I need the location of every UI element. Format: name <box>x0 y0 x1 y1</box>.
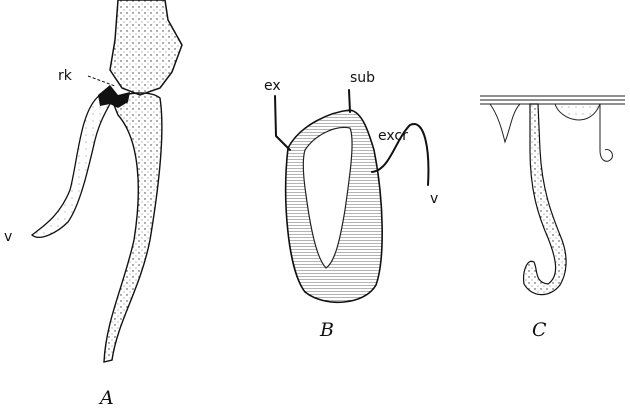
panel-a-vessel <box>32 95 112 237</box>
panel-c-cord <box>524 104 566 295</box>
panel-c-cap <box>555 104 600 120</box>
panel-c-left-pit <box>490 104 520 142</box>
panel-c-right-tubule <box>600 104 612 161</box>
panel-c <box>480 96 625 295</box>
caption-c: C <box>532 319 547 341</box>
panel-b-sub-line <box>349 90 350 112</box>
label-ex: ex <box>264 78 281 94</box>
label-sub: sub <box>350 70 375 86</box>
panel-a-stalk <box>104 93 162 362</box>
panel-b <box>275 90 428 302</box>
label-v-b: v <box>430 191 438 207</box>
panel-a-upper-mass <box>110 0 182 95</box>
label-v-a: v <box>4 229 12 245</box>
caption-b: B <box>319 319 334 341</box>
panel-c-surface <box>480 96 625 104</box>
label-rk: rk <box>58 68 73 84</box>
caption-a: A <box>98 387 114 409</box>
panel-b-ex-line <box>275 96 290 150</box>
panel-a-rk-leader <box>88 76 115 86</box>
label-excr: excr <box>378 128 408 144</box>
panel-a <box>32 0 182 362</box>
